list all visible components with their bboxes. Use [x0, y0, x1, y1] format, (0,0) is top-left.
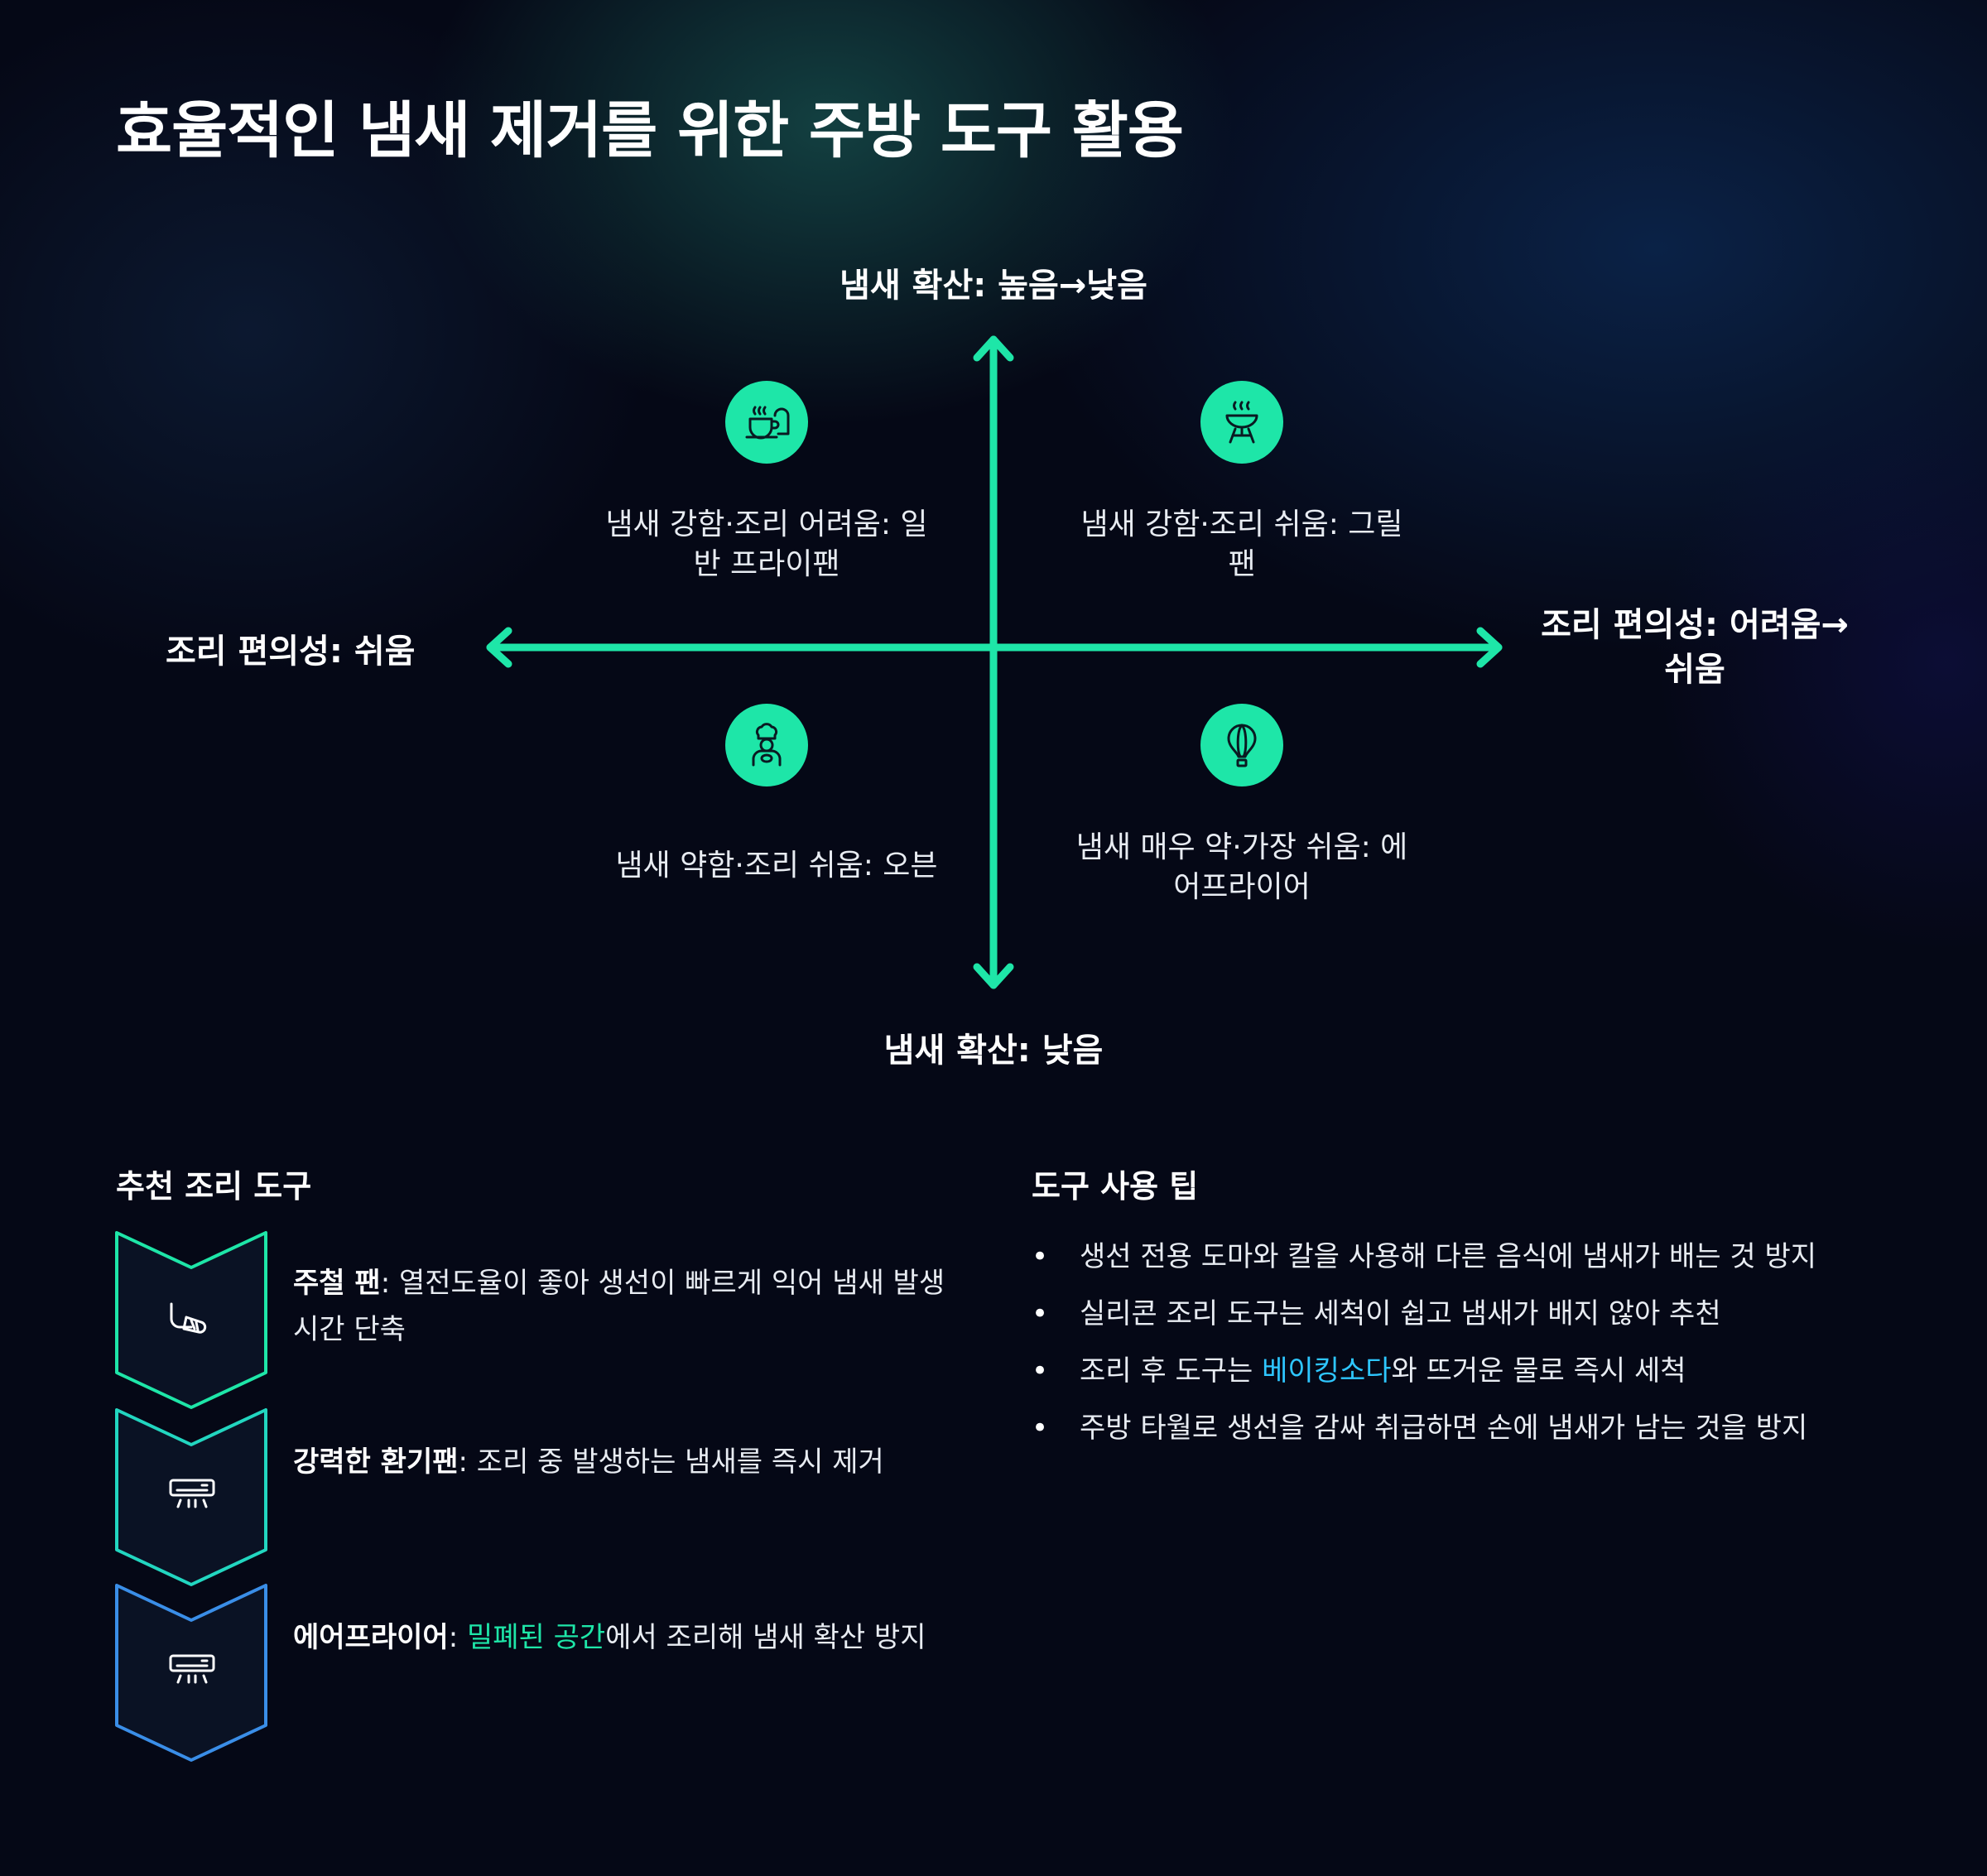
air-vent-icon [169, 1654, 215, 1684]
cast-iron-pan-icon [170, 1302, 207, 1334]
axis-label-right: 조리 편의성: 어려움→ 쉬움 [1541, 606, 1849, 689]
arrow-down-icon [973, 963, 1014, 989]
tool-item-range-hood: 강력한 환기팬: 조리 중 발생하는 냄새를 즉시 제거 [293, 1445, 884, 1479]
tip-item: •실리콘 조리 도구는 세척이 쉽고 냄새가 배지 않아 추천 [1032, 1297, 1721, 1330]
arrow-up-icon [973, 335, 1014, 362]
tips-heading: 도구 사용 팁 [1032, 1168, 1199, 1205]
hot-air-balloon-icon [1200, 704, 1283, 786]
tool-chevron-2 [115, 1408, 267, 1586]
coffee-bread-icon [725, 381, 808, 464]
quadrant-label-top-right: 냄새 강함·조리 쉬움: 그릴 팬 [1080, 507, 1403, 581]
quadrant-label-bottom-right: 냄새 매우 약·가장 쉬움: 에 어프라이어 [1075, 830, 1408, 904]
axis-label-left: 조리 편의성: 쉬움 [166, 633, 416, 671]
tool-chevron-1 [115, 1231, 267, 1409]
arrow-right-icon [1476, 627, 1503, 668]
grill-icon [1200, 381, 1283, 464]
quadrant-axes [486, 335, 1503, 989]
tool-chevron-3 [115, 1584, 267, 1762]
tips-list: •생선 전용 도마와 칼을 사용해 다른 음식에 냄새가 배는 것 방지 •실리… [1032, 1229, 1959, 1457]
tip-item: •생선 전용 도마와 칼을 사용해 다른 음식에 냄새가 배는 것 방지 [1032, 1240, 1817, 1273]
quadrant-label-top-left: 냄새 강함·조리 어려움: 일 반 프라이팬 [605, 507, 928, 581]
tools-heading: 추천 조리 도구 [116, 1168, 312, 1205]
tool-item-cast-iron-pan: 주철 팬: 열전도율이 좋아 생선이 빠르게 익어 냄새 발생 시간 단축 [293, 1267, 945, 1346]
tip-item: •조리 후 도구는 베이킹소다와 뜨거운 물로 즉시 세척 [1032, 1354, 1686, 1388]
axis-label-top: 냄새 확산: 높음→낮음 [840, 267, 1147, 305]
quadrant-label-bottom-left: 냄새 약함·조리 쉬움: 오븐 [615, 849, 938, 883]
tip-item: •주방 타월로 생선을 감싸 취급하면 손에 냄새가 남는 것을 방지 [1032, 1412, 1808, 1445]
range-hood-icon [169, 1479, 215, 1508]
arrow-left-icon [486, 627, 512, 668]
chef-icon [725, 704, 808, 786]
axis-label-bottom: 냄새 확산: 낮음 [883, 1032, 1104, 1070]
tool-item-air-fryer: 에어프라이어: 밀폐된 공간에서 조리해 냄새 확산 방지 [293, 1621, 926, 1654]
page-title: 효율적인 냄새 제거를 위한 주방 도구 활용 [116, 95, 1184, 166]
